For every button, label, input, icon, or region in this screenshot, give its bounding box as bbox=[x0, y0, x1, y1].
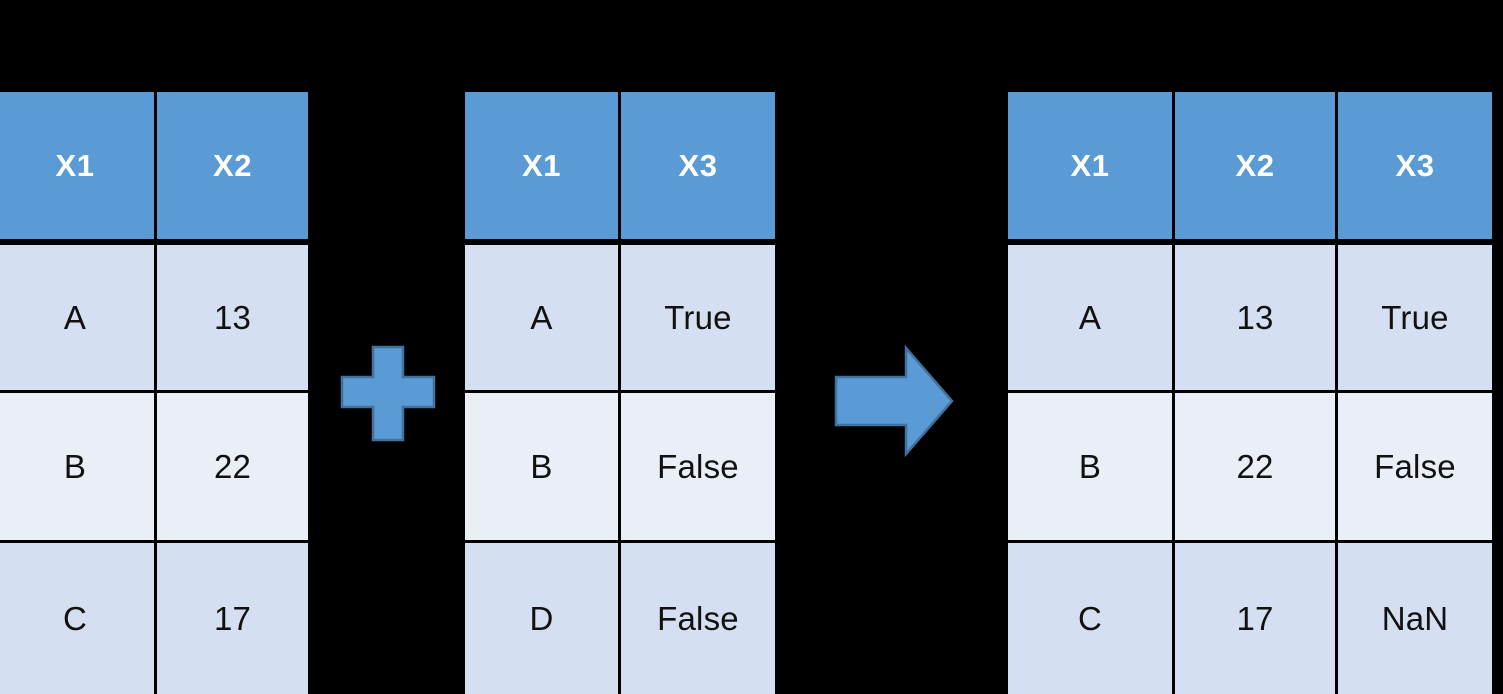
cell-x1: A bbox=[0, 245, 154, 390]
cell-x3: False bbox=[1338, 393, 1492, 540]
table-row: B 22 False bbox=[1008, 393, 1492, 540]
cell-x1: B bbox=[0, 393, 154, 540]
cell-x2: 17 bbox=[157, 543, 308, 694]
cell-x3: False bbox=[621, 543, 775, 694]
cell-x3: True bbox=[621, 245, 775, 390]
right-arrow-icon-svg bbox=[834, 344, 954, 458]
cell-x1: C bbox=[0, 543, 154, 694]
table-row: A 13 True bbox=[1008, 245, 1492, 390]
cell-x3: True bbox=[1338, 245, 1492, 390]
cell-x2: 17 bbox=[1175, 543, 1335, 694]
column-header-x1: X1 bbox=[465, 92, 618, 239]
cell-x1: A bbox=[465, 245, 618, 390]
cell-x2: 13 bbox=[1175, 245, 1335, 390]
table-row: A 13 bbox=[0, 245, 308, 390]
cell-x2: 13 bbox=[157, 245, 308, 390]
cell-x2: 22 bbox=[157, 393, 308, 540]
column-header-x1: X1 bbox=[1008, 92, 1172, 239]
table-row: B 22 bbox=[0, 393, 308, 540]
table-row: D False bbox=[465, 543, 775, 694]
column-header-x2: X2 bbox=[1175, 92, 1335, 239]
column-header-x3: X3 bbox=[1338, 92, 1492, 239]
cell-x1: A bbox=[1008, 245, 1172, 390]
table-row: B False bbox=[465, 393, 775, 540]
plus-icon bbox=[340, 345, 436, 443]
column-header-x1: X1 bbox=[0, 92, 154, 239]
table-header-row: X1 X2 bbox=[0, 92, 308, 239]
column-header-x3: X3 bbox=[621, 92, 775, 239]
table-header-row: X1 X2 X3 bbox=[1008, 92, 1492, 239]
cell-x2: 22 bbox=[1175, 393, 1335, 540]
table-row: C 17 NaN bbox=[1008, 543, 1492, 694]
table-row: A True bbox=[465, 245, 775, 390]
cell-x1: C bbox=[1008, 543, 1172, 694]
cell-x1: D bbox=[465, 543, 618, 694]
cell-x3: NaN bbox=[1338, 543, 1492, 694]
right-arrow-icon bbox=[834, 344, 954, 458]
table-header-row: X1 X3 bbox=[465, 92, 775, 239]
column-header-x2: X2 bbox=[157, 92, 308, 239]
left-input-table: X1 X2 A 13 B 22 C 17 bbox=[0, 92, 308, 694]
cell-x3: False bbox=[621, 393, 775, 540]
cell-x1: B bbox=[1008, 393, 1172, 540]
table-row: C 17 bbox=[0, 543, 308, 694]
result-table: X1 X2 X3 A 13 True B 22 False C 17 NaN bbox=[1008, 92, 1492, 694]
cell-x1: B bbox=[465, 393, 618, 540]
right-input-table: X1 X3 A True B False D False bbox=[465, 92, 775, 694]
plus-icon-svg bbox=[340, 345, 436, 442]
